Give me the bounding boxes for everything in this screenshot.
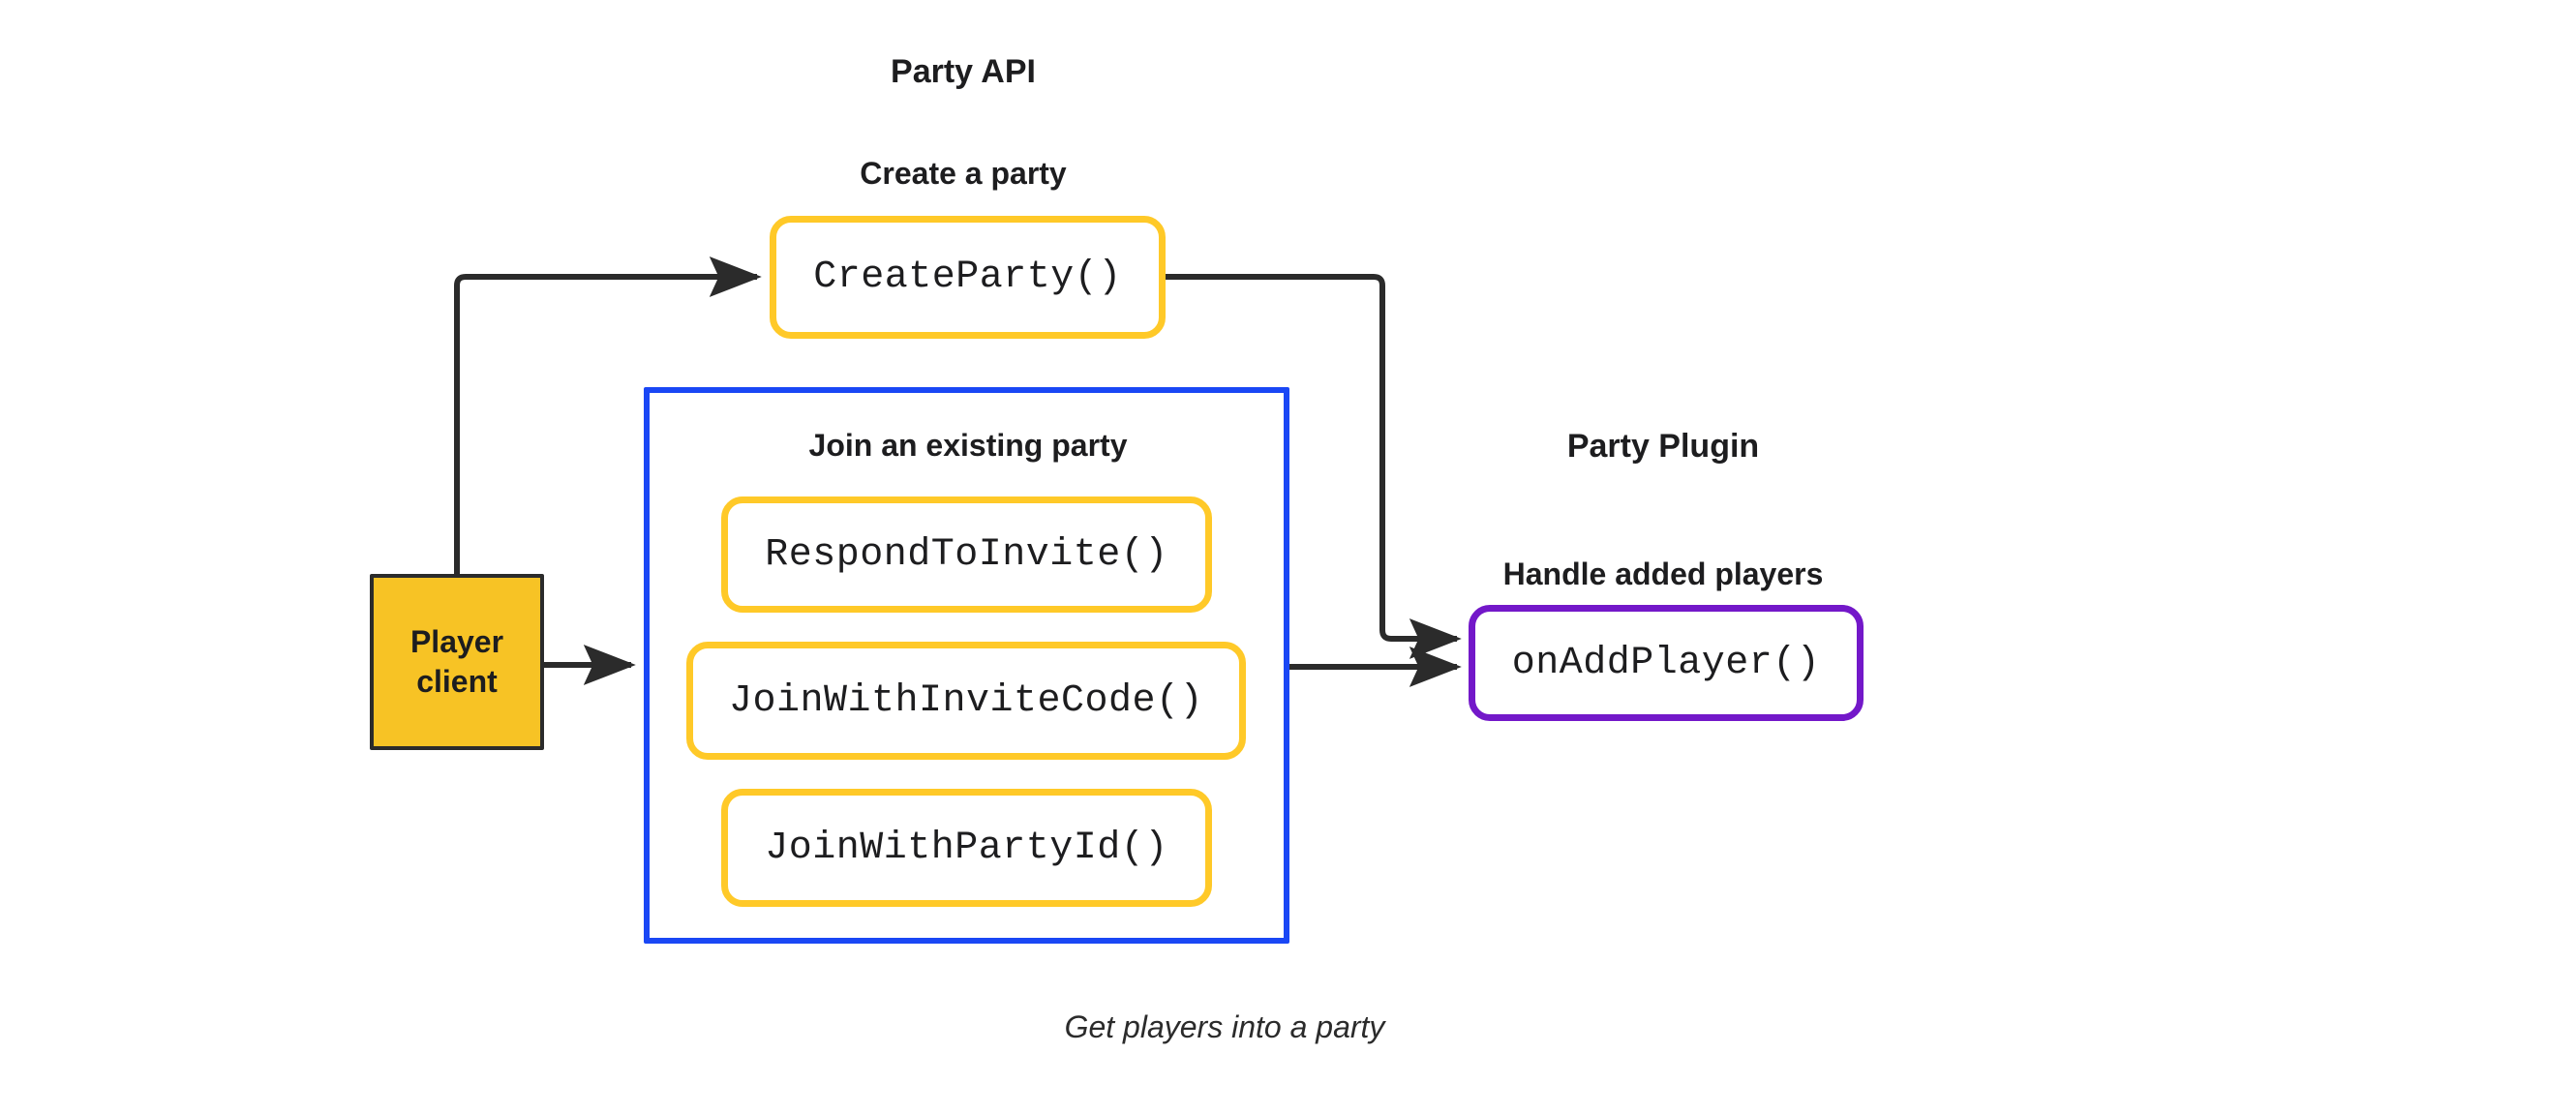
player-client-label-line2: client	[416, 664, 498, 699]
section-title-party-api: Party API	[891, 53, 1036, 90]
section-title-party-plugin: Party Plugin	[1566, 428, 1760, 465]
group-container-join-existing-party	[644, 387, 1289, 944]
diagram-caption: Get players into a party	[1064, 1009, 1385, 1044]
group-heading-handle-added-players: Handle added players	[1502, 556, 1824, 591]
api-box-createparty[interactable]: CreateParty()	[770, 216, 1166, 339]
group-heading-join-existing-party: Join an existing party	[808, 428, 1128, 463]
plugin-box-onaddplayer[interactable]: onAddPlayer()	[1469, 605, 1864, 721]
api-box-joinwithpartyid[interactable]: JoinWithPartyId()	[721, 789, 1212, 907]
api-box-respondtoinvite[interactable]: RespondToInvite()	[721, 496, 1212, 613]
player-client-box[interactable]: Player client	[370, 574, 544, 750]
group-heading-create-a-party: Create a party	[860, 156, 1067, 191]
api-box-joinwithinvitecode[interactable]: JoinWithInviteCode()	[686, 642, 1246, 760]
player-client-label-line1: Player	[409, 624, 504, 660]
